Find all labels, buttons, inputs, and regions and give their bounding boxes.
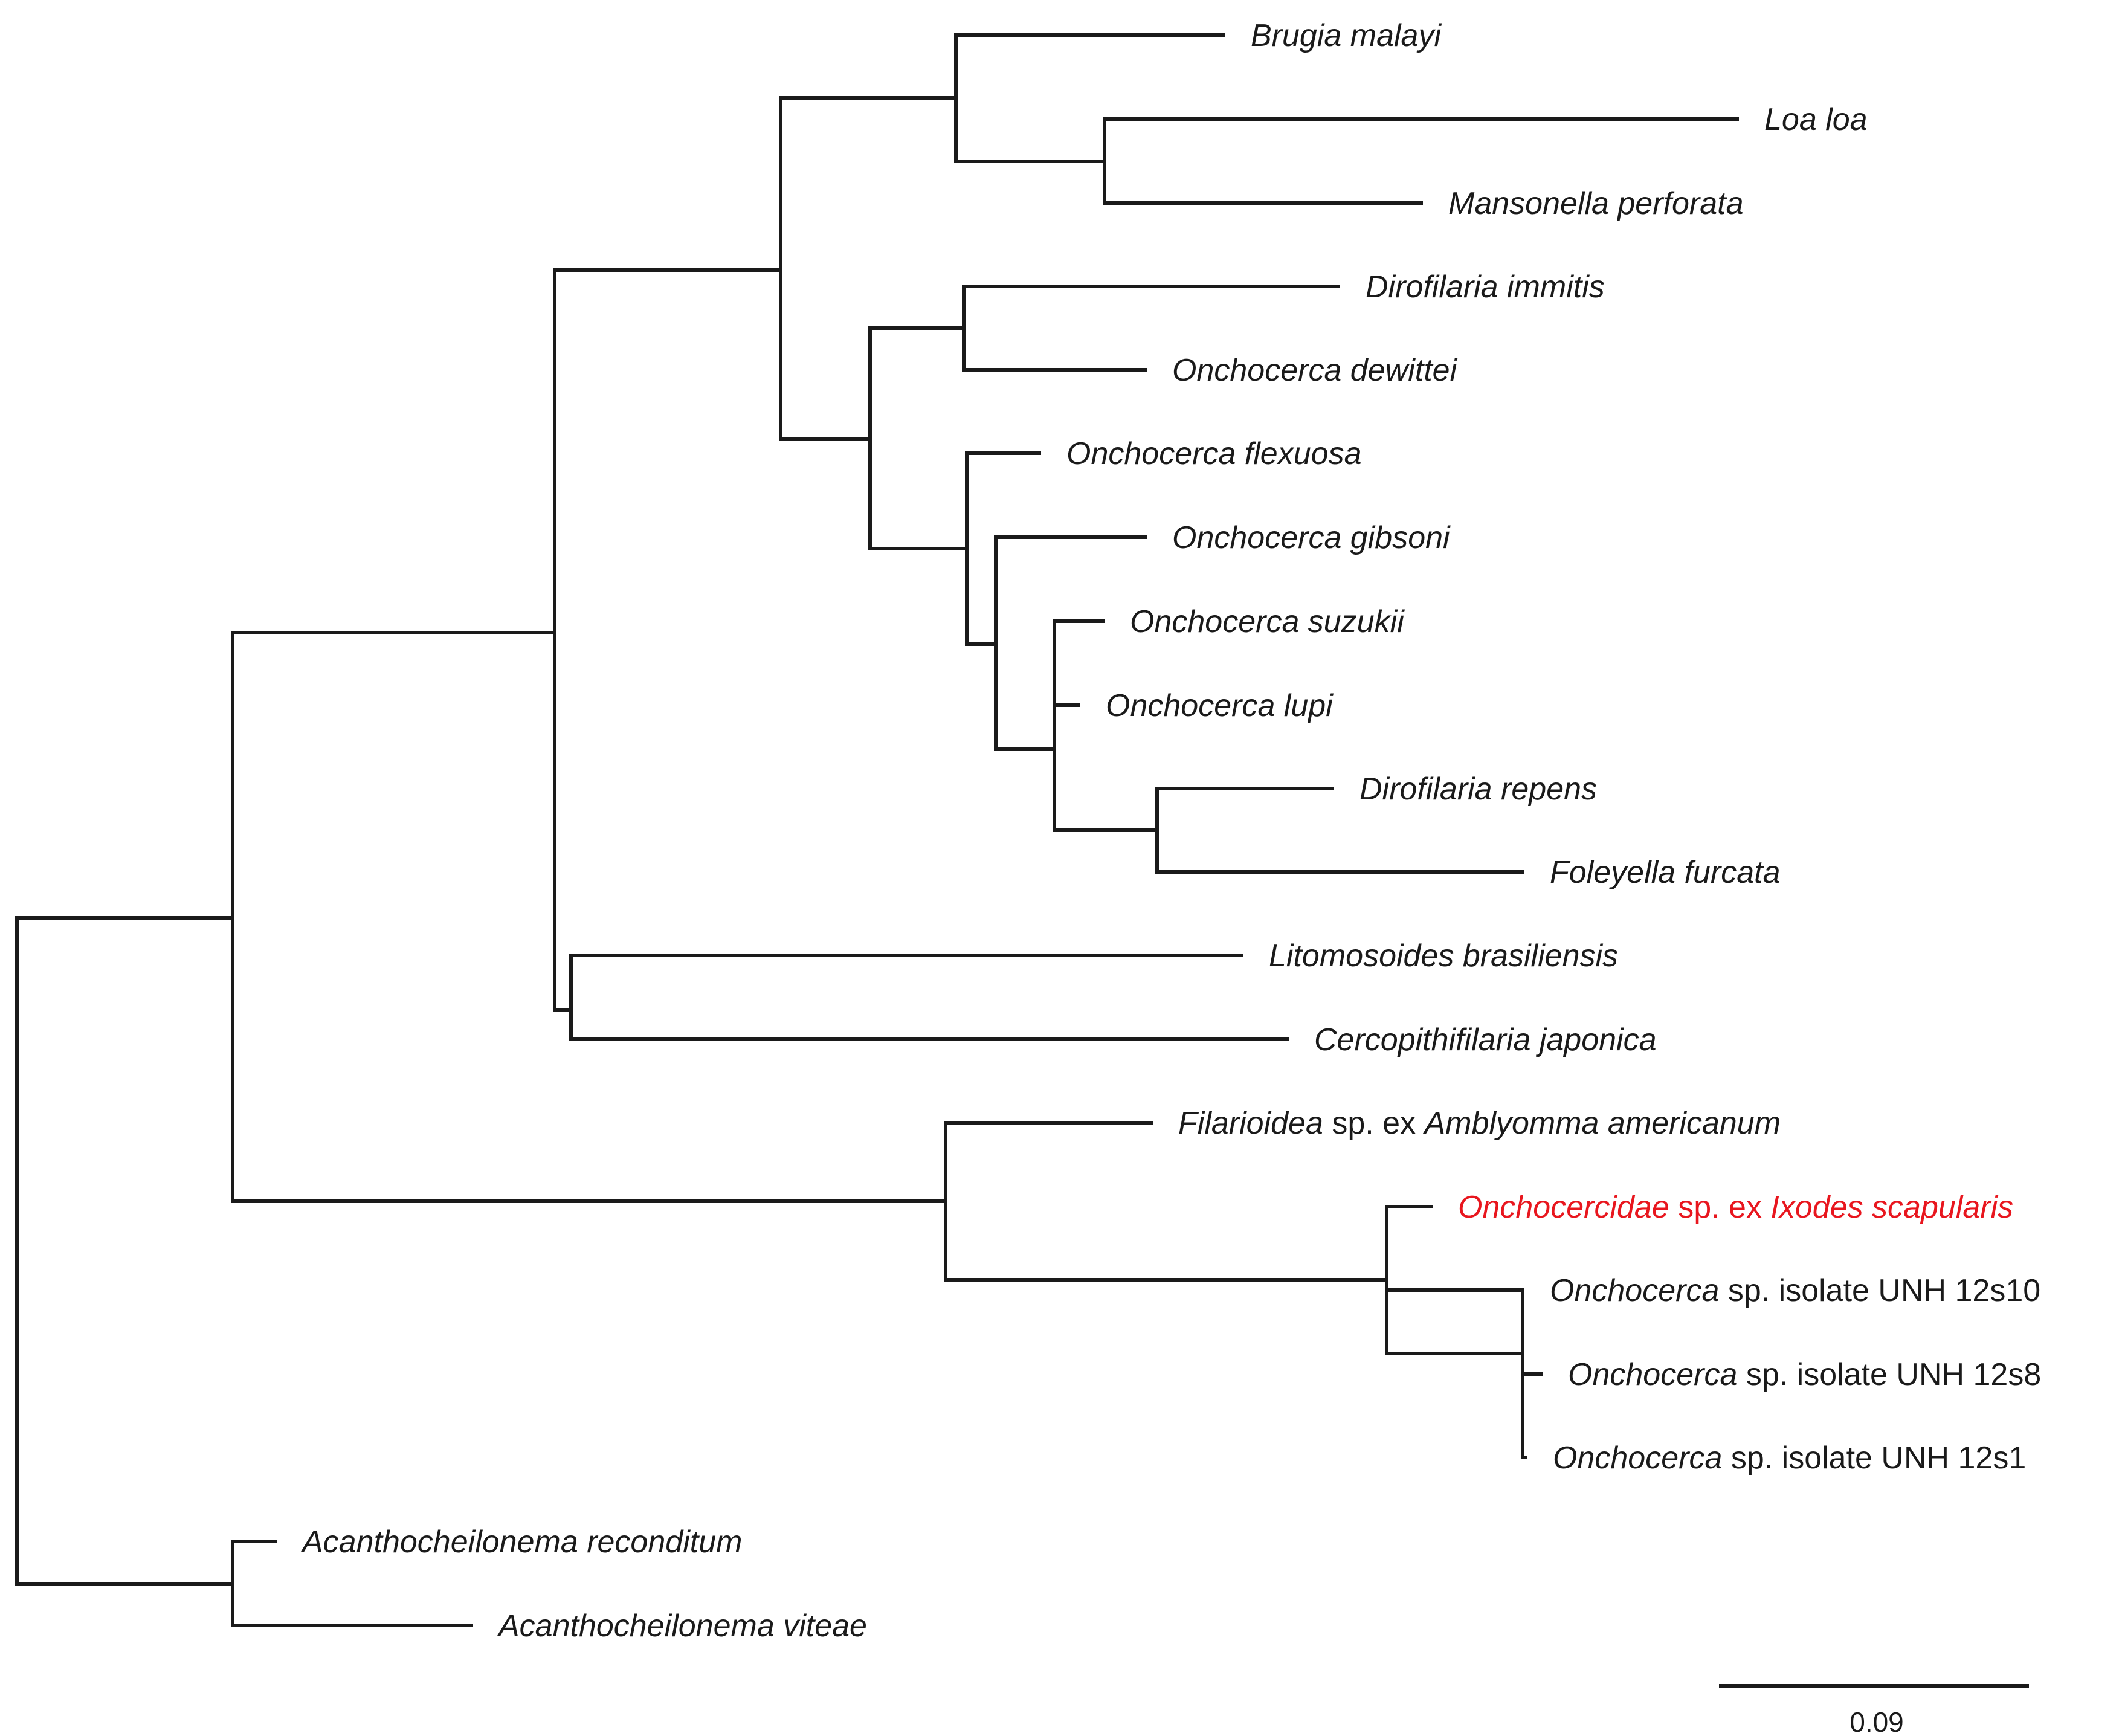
taxon-label-part: Loa loa <box>1764 102 1868 137</box>
tree-branches <box>15 33 1739 1627</box>
taxon-label-filarioidea-ex-amblyomma: Filarioidea sp. ex Amblyomma americanum <box>1178 1106 1781 1141</box>
taxon-label-part: sp. ex <box>1323 1106 1425 1141</box>
taxon-label-dirofilaria-immitis: Dirofilaria immitis <box>1366 269 1605 305</box>
taxon-label-part: Acanthocheilonema reconditum <box>300 1525 742 1560</box>
taxon-label-part: Onchocerca <box>1550 1273 1719 1308</box>
taxon-label-onchocercidae-ex-ixodes: Onchocercidae sp. ex Ixodes scapularis <box>1458 1190 2013 1225</box>
taxon-label-part: Onchocerca <box>1553 1441 1722 1476</box>
taxon-label-part: Acanthocheilonema viteae <box>497 1609 867 1644</box>
taxon-label-part: Onchocerca gibsoni <box>1172 520 1451 555</box>
taxon-label-part: Onchocerca suzukii <box>1130 604 1405 639</box>
taxon-label-onchocerca-gibsoni: Onchocerca gibsoni <box>1172 520 1451 555</box>
taxon-label-mansonella-perforata: Mansonella perforata <box>1448 186 1744 221</box>
taxon-label-onchocerca-dewittei: Onchocerca dewittei <box>1172 353 1458 388</box>
taxon-label-part: Amblyomma americanum <box>1423 1106 1781 1141</box>
taxon-label-onchocerca-suzukii: Onchocerca suzukii <box>1130 604 1405 639</box>
scale-bar-label: 0.09 <box>1849 1706 1904 1736</box>
taxon-label-part: Dirofilaria repens <box>1359 772 1597 807</box>
taxon-label-part: Onchocerca dewittei <box>1172 353 1458 388</box>
taxon-label-part: sp. isolate UNH 12s10 <box>1719 1273 2040 1308</box>
taxon-label-onchocerca-unh-12s8: Onchocerca sp. isolate UNH 12s8 <box>1568 1357 2041 1392</box>
taxon-label-part: Litomosoides brasiliensis <box>1269 938 1618 973</box>
taxon-label-part: sp. isolate UNH 12s8 <box>1737 1357 2041 1392</box>
taxon-label-part: sp. isolate UNH 12s1 <box>1722 1441 2026 1476</box>
taxon-label-part: Mansonella perforata <box>1448 186 1744 221</box>
taxon-label-onchocerca-unh-12s10: Onchocerca sp. isolate UNH 12s10 <box>1550 1273 2040 1308</box>
taxon-label-part: Onchocerca flexuosa <box>1066 436 1362 471</box>
taxon-label-cercopithifilaria-japonica: Cercopithifilaria japonica <box>1314 1022 1657 1057</box>
taxon-label-part: Filarioidea <box>1178 1106 1323 1141</box>
taxon-label-loa-loa: Loa loa <box>1764 102 1868 137</box>
taxon-label-part: Onchocerca <box>1568 1357 1737 1392</box>
taxon-label-onchocerca-unh-12s1: Onchocerca sp. isolate UNH 12s1 <box>1553 1441 2026 1476</box>
taxon-label-foleyella-furcata: Foleyella furcata <box>1550 855 1781 890</box>
taxon-label-acanthocheilonema-reconditum: Acanthocheilonema reconditum <box>300 1525 742 1560</box>
taxon-label-brugia-malayi: Brugia malayi <box>1251 18 1442 53</box>
taxon-label-part: sp. ex <box>1669 1190 1771 1225</box>
taxon-label-part: Dirofilaria immitis <box>1366 269 1605 305</box>
taxon-label-part: Cercopithifilaria japonica <box>1314 1022 1657 1057</box>
taxon-label-part: Ixodes scapularis <box>1770 1190 2013 1225</box>
taxon-label-part: Onchocercidae <box>1458 1190 1669 1225</box>
scale-bar: 0.09 <box>1719 1684 2029 1736</box>
taxon-label-acanthocheilonema-viteae: Acanthocheilonema viteae <box>497 1609 867 1644</box>
taxon-label-onchocerca-flexuosa: Onchocerca flexuosa <box>1066 436 1362 471</box>
taxon-label-dirofilaria-repens: Dirofilaria repens <box>1359 772 1597 807</box>
taxon-label-part: Foleyella furcata <box>1550 855 1781 890</box>
taxon-label-onchocerca-lupi: Onchocerca lupi <box>1106 688 1334 723</box>
taxon-label-litomosoides-brasiliensis: Litomosoides brasiliensis <box>1269 938 1618 973</box>
taxon-label-part: Brugia malayi <box>1251 18 1442 53</box>
taxon-label-part: Onchocerca lupi <box>1106 688 1334 723</box>
